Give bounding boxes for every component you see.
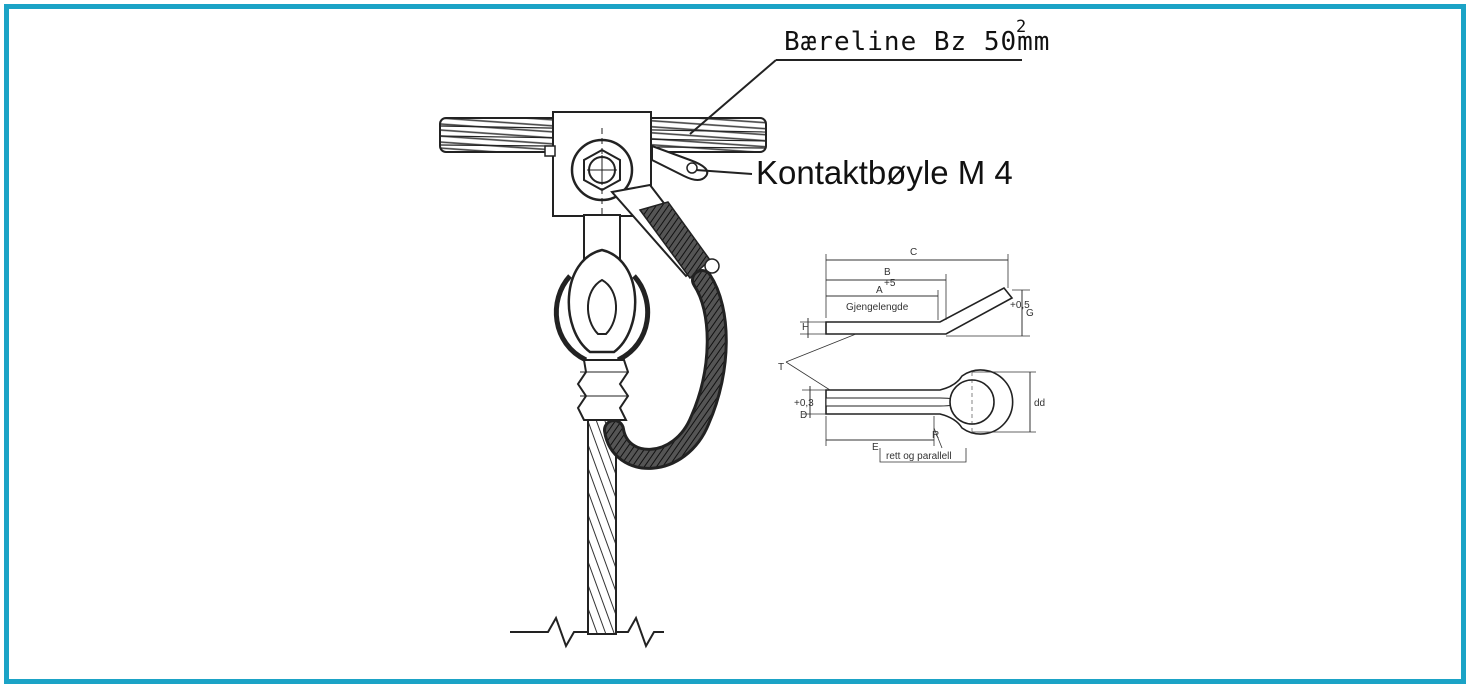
- dim-b: B: [884, 267, 891, 278]
- dim-e: E: [872, 442, 879, 453]
- dim-t: T: [778, 362, 784, 373]
- carrier-line-superscript: 2: [1016, 17, 1026, 37]
- ground-line: [510, 615, 664, 649]
- contact-clip-label: Kontaktbøyle M 4: [756, 154, 1013, 191]
- carrier-line-label: Bæreline Bz 50mm: [784, 27, 1050, 57]
- thread-length-label: Gjengelengde: [846, 302, 909, 313]
- crimp-sleeve: [576, 359, 630, 421]
- dim-b-tol: +5: [884, 278, 896, 289]
- dim-r: R: [932, 430, 939, 441]
- leader-lines: [689, 59, 1022, 175]
- earth-wire: [587, 419, 617, 635]
- dim-g-tol: +0,5: [1010, 300, 1030, 311]
- contact-clip: [651, 144, 709, 181]
- dim-c: C: [910, 247, 917, 258]
- detail-side-view: [800, 254, 1030, 338]
- cable-lug: [610, 183, 720, 280]
- bond-cable: [603, 269, 728, 470]
- dim-a: A: [876, 285, 883, 296]
- dim-g: G: [1026, 308, 1034, 319]
- dim-d-tol: +0,3: [794, 398, 814, 409]
- t-leaders: [785, 333, 857, 391]
- thimble-eye: [553, 214, 651, 363]
- detail-top-view: [802, 369, 1036, 463]
- straight-parallel-label: rett og parallell: [886, 451, 952, 462]
- dim-dd: dd: [1034, 398, 1045, 409]
- dim-h: H: [802, 322, 809, 333]
- dim-d: D: [800, 410, 807, 421]
